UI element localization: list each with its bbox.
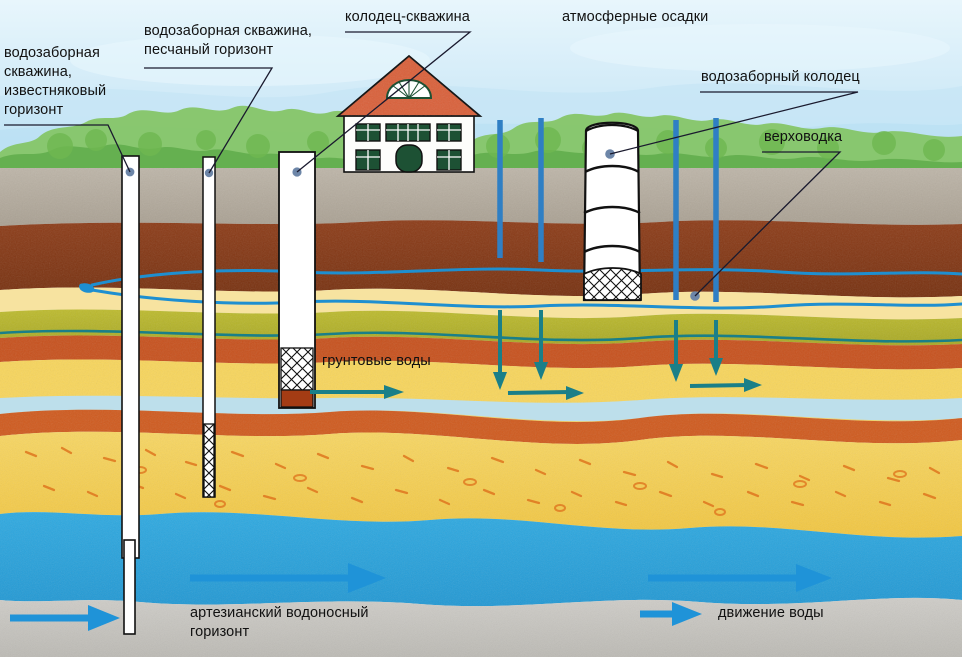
label-artesian-horizon: артезианский водоносный горизонт — [190, 605, 369, 640]
artesian-flow-arrows — [10, 563, 832, 631]
perched-water-lines — [79, 267, 962, 310]
borehole-limestone — [121, 155, 140, 635]
leader-lines — [4, 31, 859, 297]
label-water-movement: движение воды — [718, 605, 824, 621]
label-well-limestone: водозаборная скважина, известняковый гор… — [4, 45, 107, 118]
groundwater-body — [0, 395, 962, 422]
groundwater-flow-arrows — [310, 378, 762, 400]
infiltration-arrows — [493, 310, 723, 390]
well-bottom-screen — [583, 267, 642, 301]
borehole-sand — [202, 156, 216, 498]
label-well-sand: водозаборная скважина, песчаный горизонт — [144, 23, 313, 58]
precipitation-arrows — [497, 118, 719, 302]
bedrock-layer — [0, 597, 962, 657]
artesian-aquifer-layer — [0, 512, 962, 607]
water-table-line — [0, 329, 962, 343]
well-plug — [280, 389, 314, 408]
label-draw-well: водозаборный колодец — [701, 69, 860, 85]
sand-lens-layer — [0, 287, 962, 320]
label-precipitation: атмосферные осадки — [562, 9, 709, 25]
clay-red-layer-2 — [0, 409, 962, 444]
borehole-shallow — [278, 151, 316, 409]
clay-brown-layer — [0, 220, 962, 298]
label-ground-water: грунтовые воды — [322, 353, 431, 369]
topsoil-layer — [0, 168, 962, 226]
sand-yellow-layer — [0, 431, 962, 538]
house-door — [395, 144, 423, 173]
well-screen — [203, 423, 215, 498]
house-structure — [335, 54, 483, 173]
label-well-borehole: колодец-скважина — [345, 9, 470, 25]
label-perched-water: верховодка — [764, 129, 843, 145]
well-screen — [280, 347, 314, 391]
